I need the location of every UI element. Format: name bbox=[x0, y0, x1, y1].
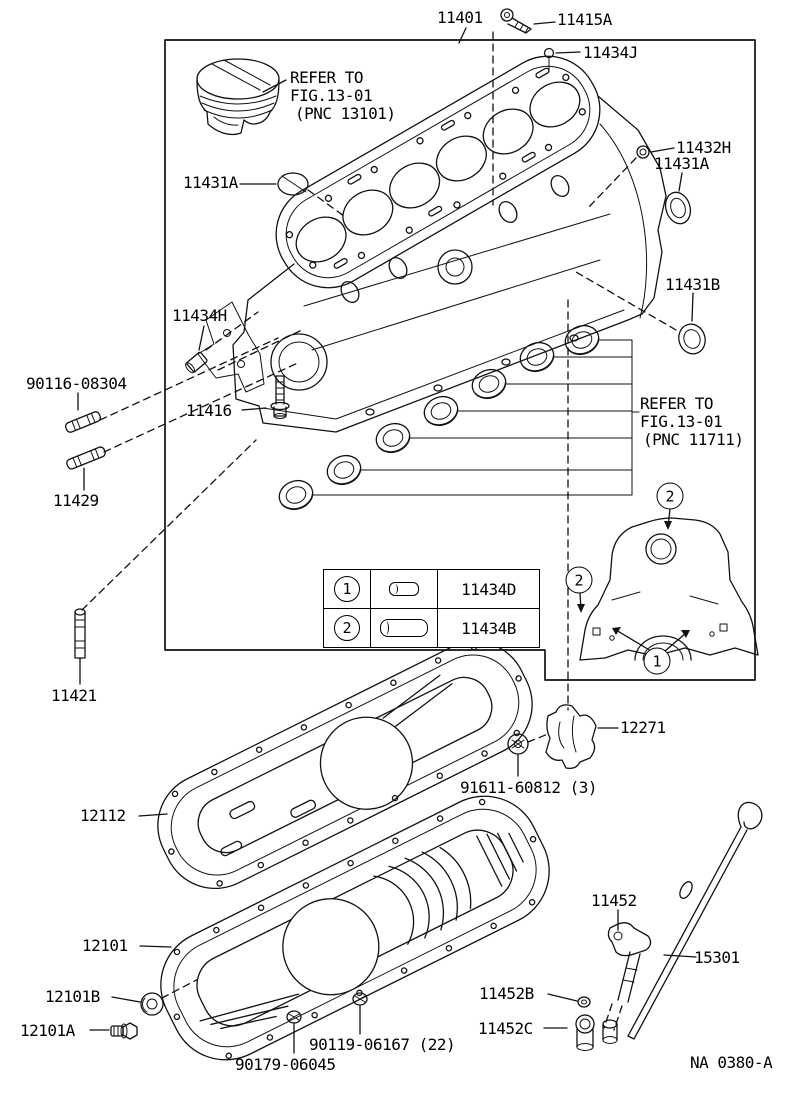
part-11429: 11429 bbox=[53, 491, 99, 510]
bolt-11416 bbox=[241, 375, 290, 419]
nut-11452b bbox=[547, 993, 591, 1008]
part-11431a-left: 11431A bbox=[183, 173, 238, 192]
part-11452: 11452 bbox=[591, 891, 637, 910]
part-11401: 11401 bbox=[437, 8, 483, 27]
part-11431b: 11431B bbox=[665, 275, 720, 294]
part-11431a-right: 11431A bbox=[654, 154, 709, 173]
stud-11429 bbox=[66, 446, 106, 470]
frame-border bbox=[164, 39, 756, 681]
bolt-11452c bbox=[543, 1014, 595, 1051]
note-piston-line2: FIG.13-01 bbox=[290, 86, 373, 105]
part-11434j: 11434J bbox=[583, 43, 638, 62]
legend-part-number: 11434D bbox=[461, 579, 516, 599]
part-90116-08304: 90116-08304 bbox=[26, 374, 127, 393]
legend-row-1: 1 11434D bbox=[324, 570, 539, 608]
part-90179-06045: 90179-06045 bbox=[235, 1055, 336, 1074]
plug-small-icon bbox=[389, 582, 419, 596]
bearing-shells bbox=[278, 324, 640, 511]
oil-pan-upper bbox=[157, 640, 533, 890]
legend-part-number: 11434B bbox=[461, 618, 516, 638]
pin-11434h bbox=[185, 351, 208, 374]
part-12101: 12101 bbox=[82, 936, 128, 955]
assembly-centerlines bbox=[81, 31, 677, 999]
part-11452c: 11452C bbox=[478, 1019, 533, 1038]
callout-2-top: 2 bbox=[656, 482, 684, 510]
drain-plug-12101a bbox=[89, 1022, 138, 1040]
part-91611-60812: 91611-60812 (3) bbox=[460, 778, 598, 797]
pan-bolts bbox=[286, 992, 368, 1054]
small-parts bbox=[64, 8, 706, 685]
legend-callout-number: 2 bbox=[334, 615, 360, 641]
legend-table: 1 11434D 2 11434B bbox=[323, 569, 540, 648]
plug-11431a-left bbox=[239, 172, 309, 196]
part-12101b: 12101B bbox=[45, 987, 100, 1006]
seal-11431a-right bbox=[664, 191, 692, 225]
part-11421: 11421 bbox=[51, 686, 97, 705]
part-11416: 11416 bbox=[186, 401, 232, 420]
legend-row-2: 2 11434B bbox=[324, 608, 539, 647]
callout-2-left: 2 bbox=[565, 566, 593, 594]
seal-11431b bbox=[678, 323, 706, 355]
plug-11432h bbox=[636, 145, 675, 159]
part-15301: 15301 bbox=[694, 948, 740, 967]
cylinder-bores bbox=[275, 55, 601, 289]
note-piston-line3: (PNC 13101) bbox=[295, 104, 396, 123]
callout-1-bottom: 1 bbox=[643, 647, 671, 675]
note-piston-line1: REFER TO bbox=[290, 68, 364, 87]
guide-tube-11452 bbox=[602, 909, 652, 1044]
end-plate-diagram bbox=[577, 508, 759, 661]
gasket-12101b bbox=[111, 992, 164, 1016]
part-12112: 12112 bbox=[80, 806, 126, 825]
stud-90116 bbox=[64, 411, 102, 433]
baffle-12271 bbox=[507, 704, 619, 777]
part-11452b: 11452B bbox=[479, 984, 534, 1003]
part-12101a: 12101A bbox=[20, 1021, 75, 1040]
screw-11434j bbox=[543, 47, 581, 73]
oil-pan-lower bbox=[160, 795, 550, 1061]
plug-large-icon bbox=[380, 619, 428, 637]
cylinder-block bbox=[197, 95, 667, 433]
bolt-11415a bbox=[500, 8, 556, 34]
part-90119-06167: 90119-06167 (22) bbox=[309, 1035, 456, 1054]
note-bearing-line1: REFER TO bbox=[640, 394, 714, 413]
note-bearing-line2: FIG.13-01 bbox=[640, 412, 723, 431]
note-bearing-line3: (PNC 11711) bbox=[643, 430, 744, 449]
part-11434h: 11434H bbox=[172, 306, 227, 325]
stud-11421 bbox=[74, 608, 86, 685]
figure-code: NA 0380-A bbox=[690, 1053, 773, 1072]
legend-callout-number: 1 bbox=[334, 576, 360, 602]
part-11432h: 11432H bbox=[676, 138, 731, 157]
part-12271: 12271 bbox=[620, 718, 666, 737]
dipstick-15301 bbox=[627, 801, 763, 1040]
part-11415a: 11415A bbox=[557, 10, 612, 29]
piston bbox=[196, 58, 287, 136]
